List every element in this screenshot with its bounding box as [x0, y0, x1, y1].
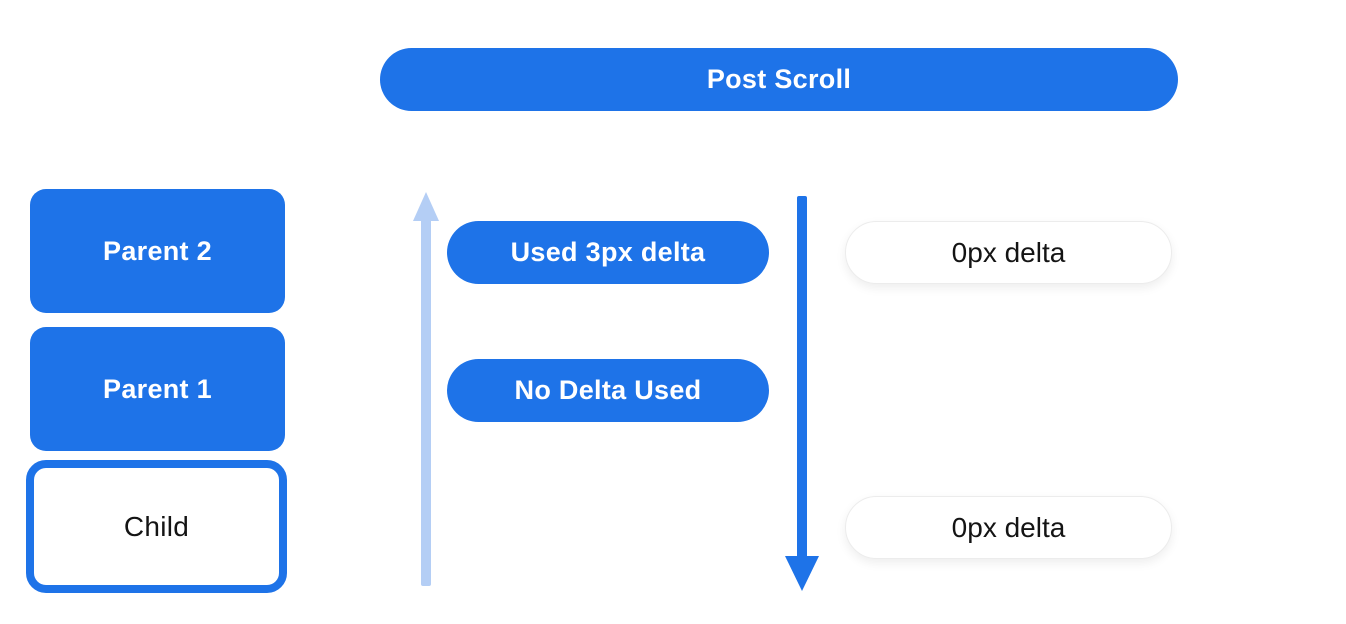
post-scroll-header: Post Scroll	[380, 48, 1178, 111]
no-delta-used-pill: No Delta Used	[447, 359, 769, 422]
used-delta-pill: Used 3px delta	[447, 221, 769, 284]
arrow-up-icon	[413, 192, 439, 221]
parent2-box: Parent 2	[30, 189, 285, 313]
arrow-down-icon	[785, 556, 819, 591]
child-box: Child	[26, 460, 287, 593]
parent1-box: Parent 1	[30, 327, 285, 451]
remaining-delta-pill-top: 0px delta	[845, 221, 1172, 284]
arrow-up-shaft	[421, 218, 431, 586]
arrow-down-shaft	[797, 196, 807, 557]
remaining-delta-pill-bottom: 0px delta	[845, 496, 1172, 559]
